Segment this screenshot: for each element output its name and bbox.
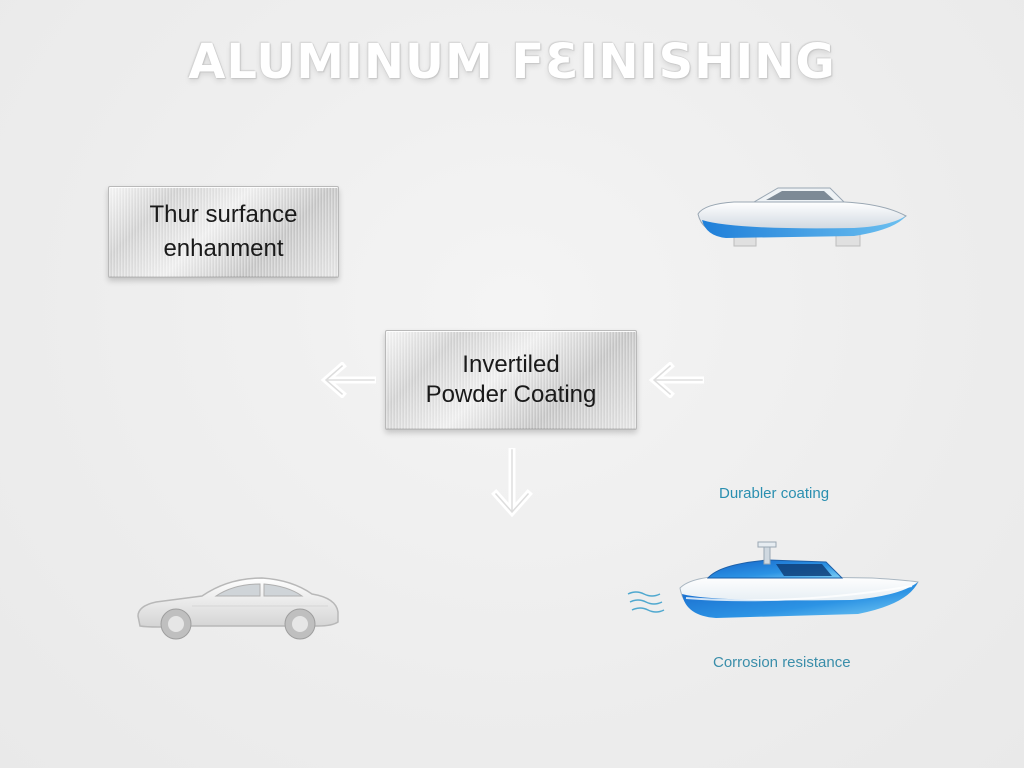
powder-coating-line-1: Invertiled xyxy=(462,351,560,378)
speedboat-icon xyxy=(679,541,919,618)
left-arrow-icon xyxy=(320,362,376,398)
wave-icon xyxy=(627,591,665,613)
sports-car-icon xyxy=(137,577,339,640)
speedboat-icon xyxy=(697,187,907,247)
surface-enhancement-line-2: enhanment xyxy=(163,235,284,262)
powder-coating-node: Invertiled Powder Coating xyxy=(385,330,637,430)
page-title: ALUMINUM FƐINISHING xyxy=(188,34,836,90)
surface-enhancement-node: Thur surfance enhanment xyxy=(108,186,339,278)
down-arrow-icon xyxy=(491,448,533,518)
powder-coating-line-2: Powder Coating xyxy=(425,381,597,408)
surface-enhancement-line-1: Thur surfance xyxy=(149,201,298,228)
corrosion-resistance-caption: Corrosion resistance xyxy=(713,654,851,671)
incoming-arrow-icon xyxy=(648,362,704,398)
durable-coating-caption: Durabler coating xyxy=(719,485,830,502)
